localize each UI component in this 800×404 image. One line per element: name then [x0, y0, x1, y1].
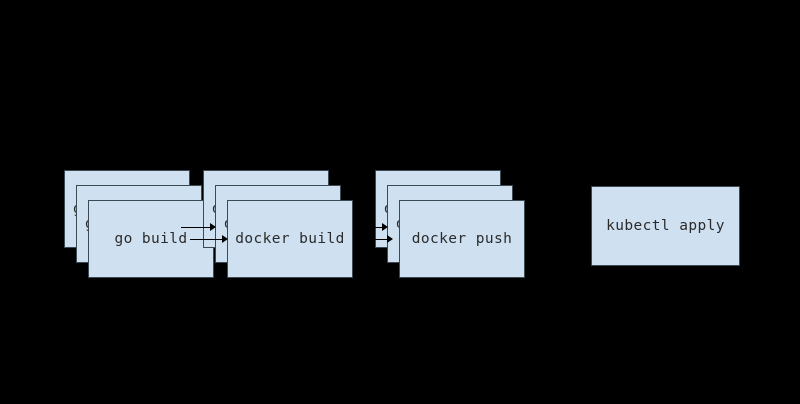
- node-label: kubectl apply: [606, 217, 725, 234]
- arrow-docker-build-to-docker-push-upper: [355, 227, 383, 228]
- arrow-docker-build-to-docker-push-lower: [363, 239, 388, 240]
- node-docker-build[interactable]: docker build: [227, 200, 353, 278]
- arrow-go-build-to-docker-build-upper: [181, 227, 211, 228]
- arrowhead-go-build-to-docker-build-upper: [210, 223, 216, 231]
- node-label: go build: [114, 230, 188, 247]
- node-label: docker push: [411, 230, 513, 247]
- node-docker-push[interactable]: docker push: [399, 200, 525, 278]
- node-label: docker build: [235, 230, 345, 247]
- node-go-build[interactable]: go build: [88, 200, 214, 278]
- arrowhead-docker-build-to-docker-push-upper: [382, 223, 388, 231]
- arrowhead-go-build-to-docker-build-lower: [222, 235, 228, 243]
- node-kubectl-apply[interactable]: kubectl apply: [591, 186, 740, 266]
- arrowhead-docker-build-to-docker-push-lower: [387, 235, 393, 243]
- arrow-go-build-to-docker-build-lower: [190, 239, 223, 240]
